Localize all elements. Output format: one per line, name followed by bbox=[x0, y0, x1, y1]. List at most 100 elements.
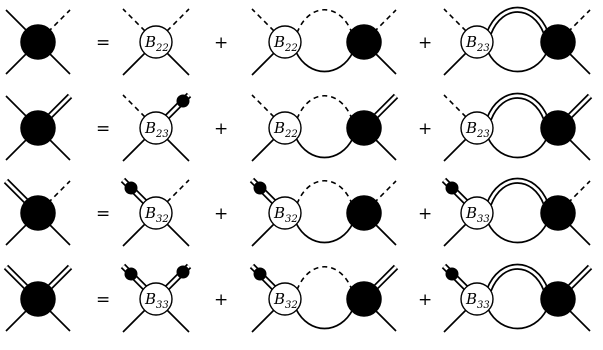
tree-line-upper-left bbox=[122, 94, 146, 118]
incoming-line-lower-right bbox=[47, 51, 71, 75]
incoming-line-lower-left bbox=[5, 308, 29, 332]
vertex-circle bbox=[268, 111, 302, 145]
vertex-label: B22 bbox=[144, 33, 169, 54]
vertex-label: B22 bbox=[273, 119, 298, 140]
loop-line-lower-left bbox=[443, 52, 467, 76]
vertex-label: B23 bbox=[465, 33, 490, 54]
external-line-upper-right-inner bbox=[47, 95, 71, 119]
amplitude-blob bbox=[346, 110, 382, 146]
plus-sign: + bbox=[418, 290, 432, 310]
vertex-circle bbox=[460, 282, 494, 316]
full-amplitude-blob bbox=[20, 281, 56, 317]
loop-lower-propagator bbox=[487, 137, 548, 159]
tree-line-lower-left bbox=[122, 223, 146, 247]
lhs-blob-diagram bbox=[5, 9, 71, 75]
loop-upper-propagator bbox=[296, 94, 353, 120]
loop-line-upper-left bbox=[443, 94, 467, 118]
loop-line-lower-left bbox=[251, 309, 275, 333]
vertex-label: B33 bbox=[144, 290, 169, 311]
lhs-blob-diagram bbox=[5, 93, 73, 161]
loop-upper-propagator-inner bbox=[487, 265, 548, 291]
loop-lower-propagator bbox=[295, 137, 354, 159]
propagator-dot bbox=[176, 265, 190, 279]
external-line-upper-right bbox=[47, 9, 71, 33]
equation-row-4: =B33+B32+B33 bbox=[3, 263, 593, 333]
loop-upper-propagator bbox=[486, 6, 549, 35]
term-loop-2: B33 bbox=[441, 263, 593, 333]
tree-line-upper-right bbox=[166, 8, 190, 32]
blob-line-lower-right bbox=[373, 308, 397, 332]
incoming-line-lower-right bbox=[47, 137, 71, 161]
incoming-line-lower-left bbox=[5, 51, 29, 75]
equals-sign: = bbox=[96, 119, 110, 139]
blob-line-upper-right bbox=[373, 9, 397, 33]
tree-line-lower-right bbox=[166, 52, 190, 76]
plus-sign: + bbox=[214, 33, 228, 53]
incoming-line-lower-right bbox=[47, 308, 71, 332]
full-amplitude-blob bbox=[20, 24, 56, 60]
term-loop-1: B32 bbox=[249, 263, 399, 333]
vertex-label: B23 bbox=[144, 119, 169, 140]
equals-sign: = bbox=[96, 290, 110, 310]
tree-line-lower-right bbox=[166, 223, 190, 247]
vertex-circle bbox=[139, 111, 173, 145]
loop-upper-propagator-inner bbox=[487, 94, 548, 120]
loop-lower-propagator bbox=[295, 222, 354, 244]
equation-row-3: =B32+B32+B33 bbox=[3, 177, 591, 247]
external-line-upper-right-inner bbox=[47, 266, 71, 290]
loop-lower-propagator bbox=[295, 51, 354, 73]
incoming-line-lower-right bbox=[47, 222, 71, 246]
tree-line-lower-left bbox=[122, 52, 146, 76]
vertex-label: B33 bbox=[465, 204, 490, 225]
loop-upper-propagator bbox=[486, 263, 549, 292]
amplitude-blob bbox=[540, 195, 576, 231]
term-loop-1: B22 bbox=[251, 93, 399, 162]
amplitude-blob bbox=[540, 110, 576, 146]
tree-line-lower-right bbox=[166, 309, 190, 333]
equals-sign: = bbox=[96, 204, 110, 224]
propagator-dot-left bbox=[445, 181, 459, 195]
plus-sign: + bbox=[418, 33, 432, 53]
loop-lower-propagator bbox=[487, 222, 548, 244]
blob-line-upper-right-inner bbox=[567, 266, 591, 290]
loop-line-lower-left bbox=[443, 309, 467, 333]
equation-row-2: =B23+B22+B23 bbox=[5, 92, 593, 162]
loop-upper-propagator bbox=[296, 8, 353, 34]
loop-line-lower-left bbox=[443, 138, 467, 162]
tree-line-upper-left bbox=[122, 8, 146, 32]
term-tree: B32 bbox=[120, 177, 190, 247]
vertex-label: B23 bbox=[465, 119, 490, 140]
plus-sign: + bbox=[418, 204, 432, 224]
blob-line-lower-right bbox=[373, 222, 397, 246]
loop-lower-propagator bbox=[295, 308, 354, 330]
vertex-label: B33 bbox=[465, 290, 490, 311]
propagator-dot bbox=[176, 94, 190, 108]
term-loop-2: B23 bbox=[443, 6, 591, 76]
blob-line-upper-right bbox=[567, 9, 591, 33]
blob-line-lower-right bbox=[567, 137, 591, 161]
vertex-circle bbox=[139, 196, 173, 230]
loop-upper-propagator bbox=[296, 265, 353, 291]
blob-line-upper-right bbox=[373, 180, 397, 204]
blob-line-upper-right bbox=[567, 180, 591, 204]
loop-line-lower-left bbox=[251, 138, 275, 162]
amplitude-blob bbox=[540, 24, 576, 60]
propagator-dot-left bbox=[124, 267, 138, 281]
loop-upper-propagator bbox=[486, 92, 549, 121]
lhs-blob-diagram bbox=[3, 264, 73, 332]
term-tree: B22 bbox=[122, 8, 190, 76]
plus-sign: + bbox=[214, 119, 228, 139]
amplitude-blob bbox=[346, 281, 382, 317]
vertex-circle bbox=[268, 25, 302, 59]
loop-line-lower-left bbox=[251, 52, 275, 76]
term-loop-2: B33 bbox=[441, 177, 591, 247]
loop-upper-propagator bbox=[296, 179, 353, 205]
vertex-label: B32 bbox=[273, 290, 298, 311]
tree-line-lower-left bbox=[122, 138, 146, 162]
tree-line-lower-left bbox=[122, 309, 146, 333]
loop-line-lower-left bbox=[443, 223, 467, 247]
vertex-circle bbox=[268, 282, 302, 316]
amplitude-blob bbox=[346, 24, 382, 60]
loop-upper-propagator bbox=[486, 177, 549, 206]
